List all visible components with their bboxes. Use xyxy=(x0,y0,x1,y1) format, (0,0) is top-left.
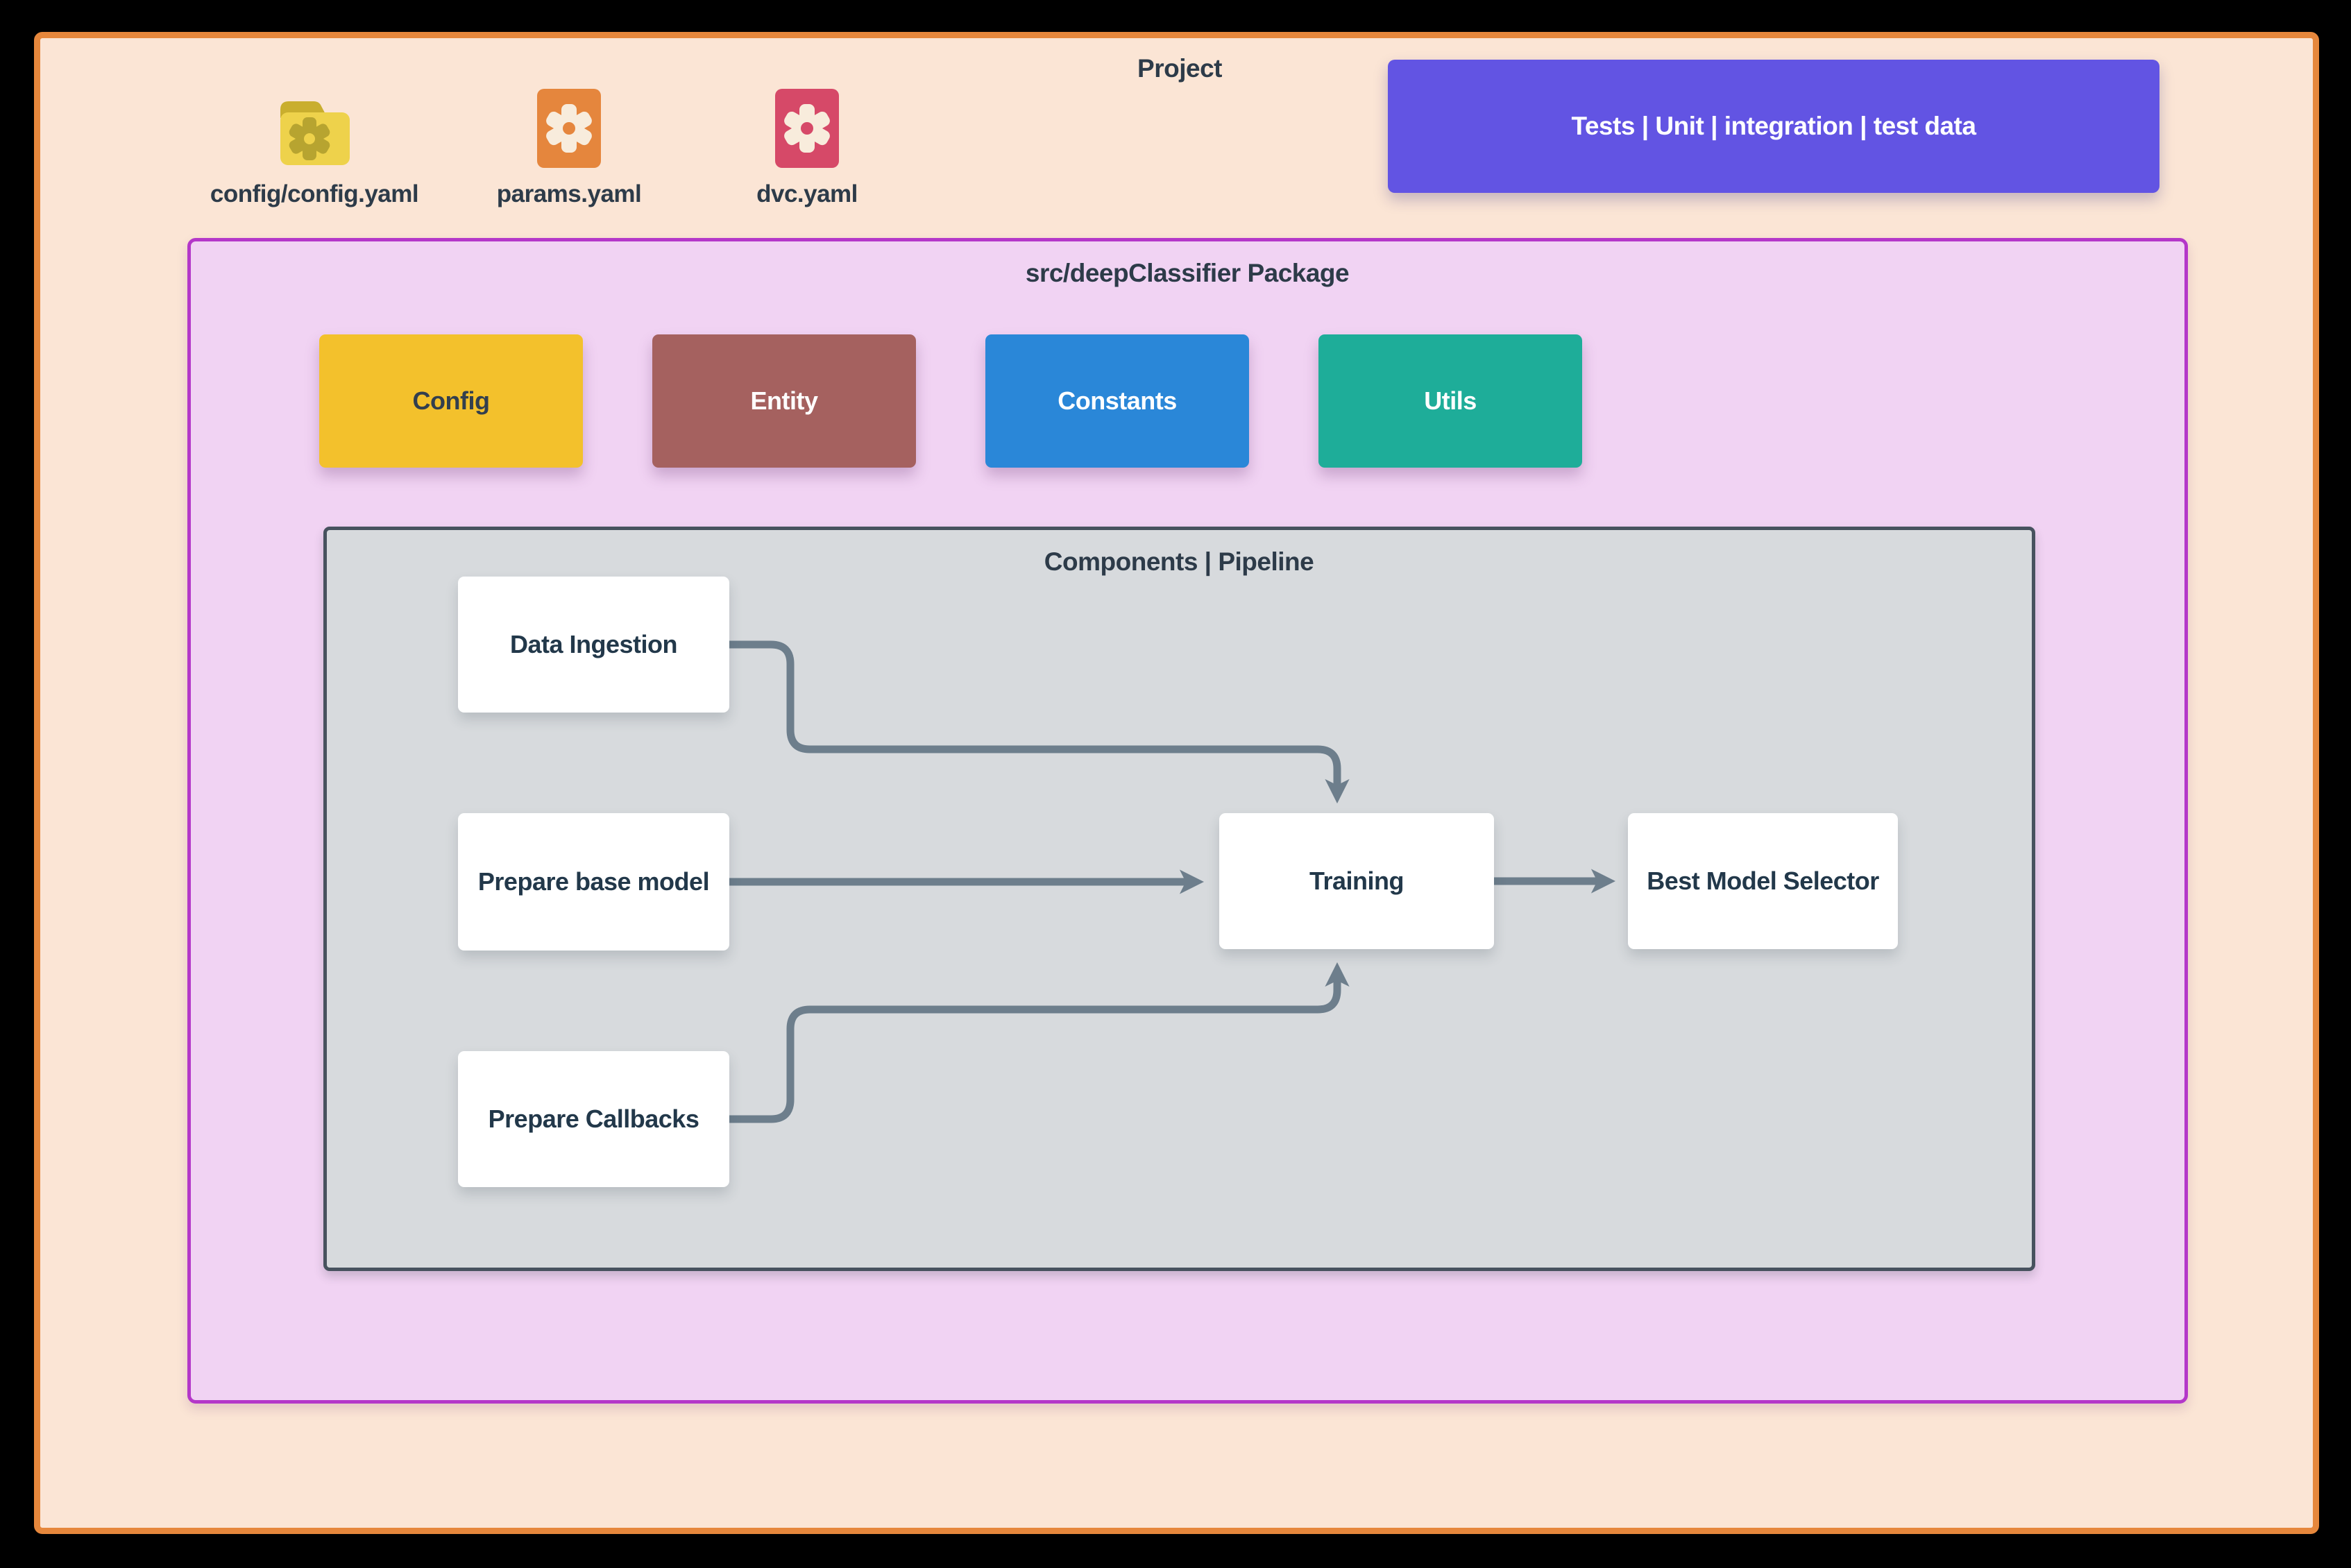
folder-gear-icon xyxy=(280,101,350,165)
pipeline-title: Components | Pipeline xyxy=(1044,547,1314,576)
tests-banner: Tests | Unit | integration | test data xyxy=(1388,60,2159,193)
node-data-ingestion: Data Ingestion xyxy=(458,577,729,713)
node-best-model-selector: Best Model Selector xyxy=(1628,813,1898,949)
pipeline-edges xyxy=(725,640,1616,1123)
edge-prepare-callbacks-to-training xyxy=(725,962,1350,1123)
config-yaml-file xyxy=(275,94,354,168)
params-yaml-file xyxy=(537,89,601,168)
module-entity: Entity xyxy=(652,334,916,468)
config-yaml-label: config/config.yaml xyxy=(210,180,419,207)
params-yaml-label: params.yaml xyxy=(496,180,642,207)
file-gear-icon xyxy=(537,89,601,168)
project-title: Project xyxy=(1137,54,1222,83)
node-prepare-callbacks: Prepare Callbacks xyxy=(458,1051,729,1187)
module-config: Config xyxy=(319,334,583,468)
dvc-yaml-file xyxy=(775,89,839,168)
package-title: src/deepClassifier Package xyxy=(1025,259,1350,287)
file-gear-icon xyxy=(775,89,839,168)
edge-data-ingestion-to-training xyxy=(725,640,1350,804)
node-training: Training xyxy=(1219,813,1494,949)
dvc-yaml-label: dvc.yaml xyxy=(756,180,858,207)
module-constants: Constants xyxy=(985,334,1249,468)
module-utils: Utils xyxy=(1318,334,1582,468)
node-prepare-base-model: Prepare base model xyxy=(458,813,729,951)
